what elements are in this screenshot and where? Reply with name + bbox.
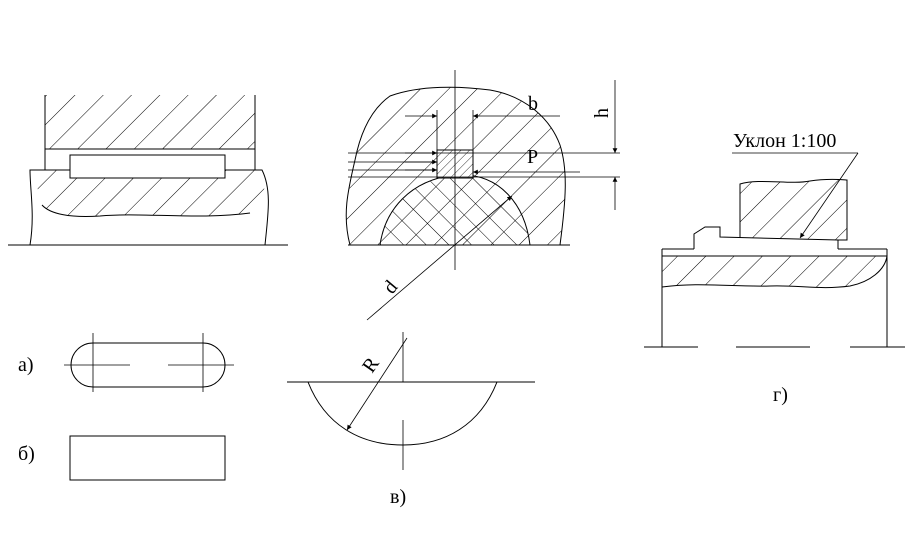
label-a: а) — [18, 354, 34, 376]
dim-b-label: b — [528, 93, 538, 115]
segment-key-arc — [307, 381, 498, 446]
dim-h-label: h — [591, 108, 613, 118]
left-hub — [45, 95, 255, 149]
rect-key-outline — [69, 435, 226, 481]
label-g: г) — [773, 384, 788, 406]
dim-d-label: d — [379, 276, 402, 298]
taper-hub — [739, 178, 848, 241]
left-section-view — [8, 95, 288, 246]
taper-key-g: Уклон 1:100 г) — [644, 130, 905, 406]
middle-section-view: b P h d — [345, 70, 620, 321]
key-plan-b: б) — [18, 435, 226, 481]
segment-key-v: R в) — [287, 332, 535, 508]
slope-label: Уклон 1:100 — [733, 130, 836, 152]
dim-r-label: R — [358, 353, 384, 377]
label-b: б) — [18, 443, 35, 465]
dim-p-label: P — [527, 146, 538, 168]
key-plan-a: а) — [18, 333, 234, 392]
left-key — [69, 154, 226, 179]
taper-shaft — [661, 255, 888, 289]
label-v: в) — [390, 486, 406, 508]
